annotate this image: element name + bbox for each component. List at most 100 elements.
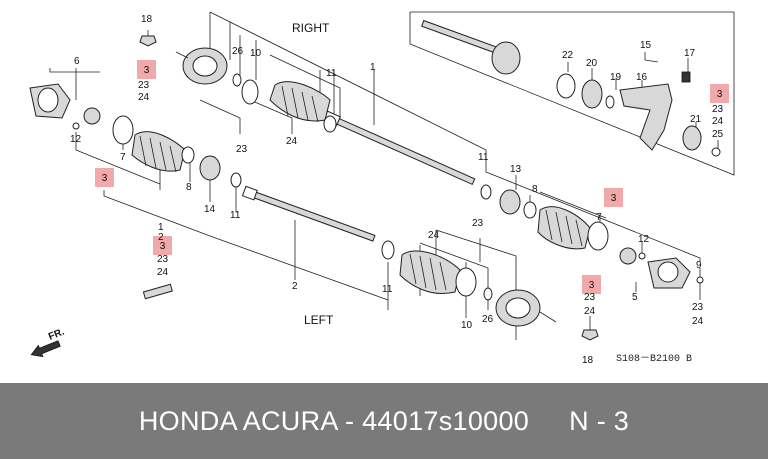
callout: 23: [692, 302, 704, 313]
callout: 8: [186, 182, 192, 193]
highlight-3-e: 3: [604, 188, 623, 207]
outer-cv-joint-right: [175, 47, 228, 85]
callout: 23: [712, 104, 724, 115]
callout: 24: [584, 306, 596, 317]
footer-brand-part: HONDA ACURA - 44017s10000: [138, 405, 530, 436]
outer-cv-joint-left: [495, 289, 557, 327]
callout: 5: [632, 292, 638, 303]
callout: 23: [138, 80, 150, 91]
boot-right-center: [537, 206, 591, 250]
nut-18-top: [139, 35, 157, 47]
front-label: FR.: [47, 326, 66, 342]
circlip-19: [605, 95, 615, 109]
callout: 23: [472, 218, 484, 229]
parts: [29, 19, 721, 358]
footer-page: N - 3: [569, 405, 630, 436]
svg-text:3: 3: [611, 193, 617, 204]
band-11d: [381, 240, 395, 260]
callout: 11: [382, 284, 393, 295]
clip-9: [696, 276, 704, 284]
damper-14: [199, 155, 221, 181]
diagram-code: S108－B2100 B: [616, 354, 692, 365]
svg-text:3: 3: [144, 65, 150, 76]
svg-text:3: 3: [589, 280, 595, 291]
callout: 26: [482, 314, 494, 325]
boot-band-right-b: [323, 115, 337, 133]
pin-tool: [142, 283, 173, 300]
heading-right: RIGHT: [292, 21, 330, 35]
clip-11c: [480, 184, 492, 200]
tripod-joint: [83, 107, 101, 125]
callout: 9: [696, 260, 702, 271]
callout: 7: [120, 152, 126, 163]
clip-12a: [72, 122, 80, 130]
callout: 12: [70, 134, 82, 145]
intermediate-flange: [491, 41, 521, 75]
heading-left: LEFT: [304, 313, 334, 327]
callout: 2: [292, 281, 298, 292]
front-arrow: [30, 340, 61, 358]
svg-text:3: 3: [160, 241, 166, 252]
footer-banner: HONDA ACURA - 44017s10000 N - 3: [0, 383, 768, 459]
callout: 24: [138, 92, 150, 103]
washer-25: [711, 147, 721, 157]
callout: 16: [636, 72, 648, 83]
callout: 18: [582, 355, 594, 366]
inner-joint-housing-right: [647, 257, 691, 289]
callout: 12: [638, 234, 650, 245]
tripod-joint-right: [619, 247, 637, 265]
callout: 11: [230, 210, 241, 221]
bearing-20: [581, 79, 603, 109]
callout: 11: [326, 68, 337, 79]
clip-26a: [232, 73, 242, 87]
boot-right-top: [269, 81, 331, 123]
boot-band-right-a: [241, 79, 259, 105]
callout: 2: [158, 232, 164, 243]
callout: 1: [158, 222, 164, 233]
clip-11b: [230, 172, 242, 188]
svg-text:3: 3: [717, 89, 723, 100]
boot-left-bottom: [399, 250, 461, 294]
callout: 10: [250, 48, 262, 59]
callout: 8: [532, 184, 538, 195]
callout: 15: [640, 40, 652, 51]
nut-18-bottom: [581, 329, 599, 341]
callout: 24: [428, 230, 440, 241]
damper-13: [499, 189, 521, 215]
callout: 23: [236, 144, 248, 155]
callout: 21: [690, 114, 702, 125]
callout: 24: [692, 316, 704, 327]
callout: 1: [370, 62, 376, 73]
highlight-3-a: 3: [137, 60, 156, 79]
highlight-3-c: 3: [153, 236, 172, 255]
inner-joint-housing-left: [29, 83, 71, 119]
boot-left-top: [131, 131, 186, 173]
callout: 24: [157, 267, 169, 278]
callout: 26: [232, 46, 244, 57]
callout: 24: [286, 136, 298, 147]
callout: 24: [712, 116, 724, 127]
bolt-17: [681, 71, 691, 83]
clip-12b: [638, 252, 646, 260]
callout: 7: [596, 212, 602, 223]
callout: 14: [204, 204, 216, 215]
snap-ring-22: [556, 73, 576, 99]
exploded-parts-diagram: 3 3 3 3 3 3 RIGHT LEFT FR. S108－B2100 B …: [29, 11, 735, 366]
highlight-3-f: 3: [582, 275, 601, 294]
band-10b: [455, 267, 477, 297]
bearing-support-16: [619, 83, 673, 151]
callout: 23: [157, 254, 169, 265]
highlight-3-d: 3: [710, 84, 729, 103]
callouts: 18 23 24 26 10 11 1 6 12 7 23 24 8 14 11…: [70, 14, 724, 366]
band-8a: [181, 146, 195, 164]
right-driveshaft: [322, 110, 476, 186]
callout: 23: [584, 292, 596, 303]
callout: 10: [461, 320, 473, 331]
callout: 18: [141, 14, 153, 25]
highlight-3-b: 3: [95, 168, 114, 187]
seal-21: [682, 125, 702, 151]
intermediate-shaft: [421, 19, 500, 55]
callout: 17: [684, 48, 696, 59]
callout: 13: [510, 164, 522, 175]
callout: 6: [74, 56, 80, 67]
